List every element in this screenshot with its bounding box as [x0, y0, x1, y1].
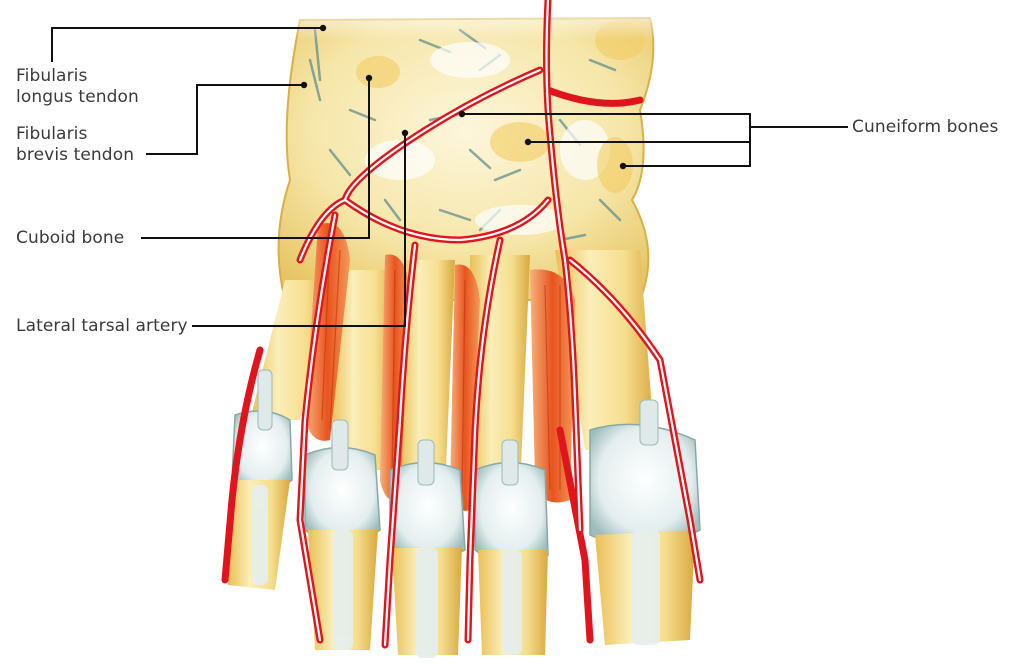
leader-fibularis-longus — [51, 27, 323, 62]
phalanges — [228, 480, 695, 658]
leader-dots — [300, 24, 627, 170]
tarsal-bones — [277, 0, 680, 301]
leader-lines — [51, 27, 848, 327]
label-fibularis-longus-tendon: Fibularis longus tendon — [16, 66, 139, 108]
label-cuboid-bone: Cuboid bone — [16, 228, 125, 248]
label-line: brevis tendon — [16, 145, 135, 165]
leader-lateral-tarsal — [192, 133, 406, 327]
label-fibularis-brevis-tendon: Fibularis brevis tendon — [16, 124, 134, 166]
label-line: Fibularis — [16, 66, 88, 86]
leader-fibularis-brevis — [146, 84, 304, 155]
leader-cuneiform — [462, 113, 848, 167]
label-line: longus tendon — [16, 87, 139, 107]
interosseous-muscles — [305, 223, 575, 511]
label-line: Fibularis — [16, 124, 88, 144]
leader-cuboid — [141, 78, 370, 239]
label-lateral-tarsal-artery: Lateral tarsal artery — [16, 316, 188, 336]
arteries — [221, 0, 704, 649]
joint-capsules — [231, 369, 701, 565]
label-cuneiform-bones: Cuneiform bones — [852, 117, 999, 137]
